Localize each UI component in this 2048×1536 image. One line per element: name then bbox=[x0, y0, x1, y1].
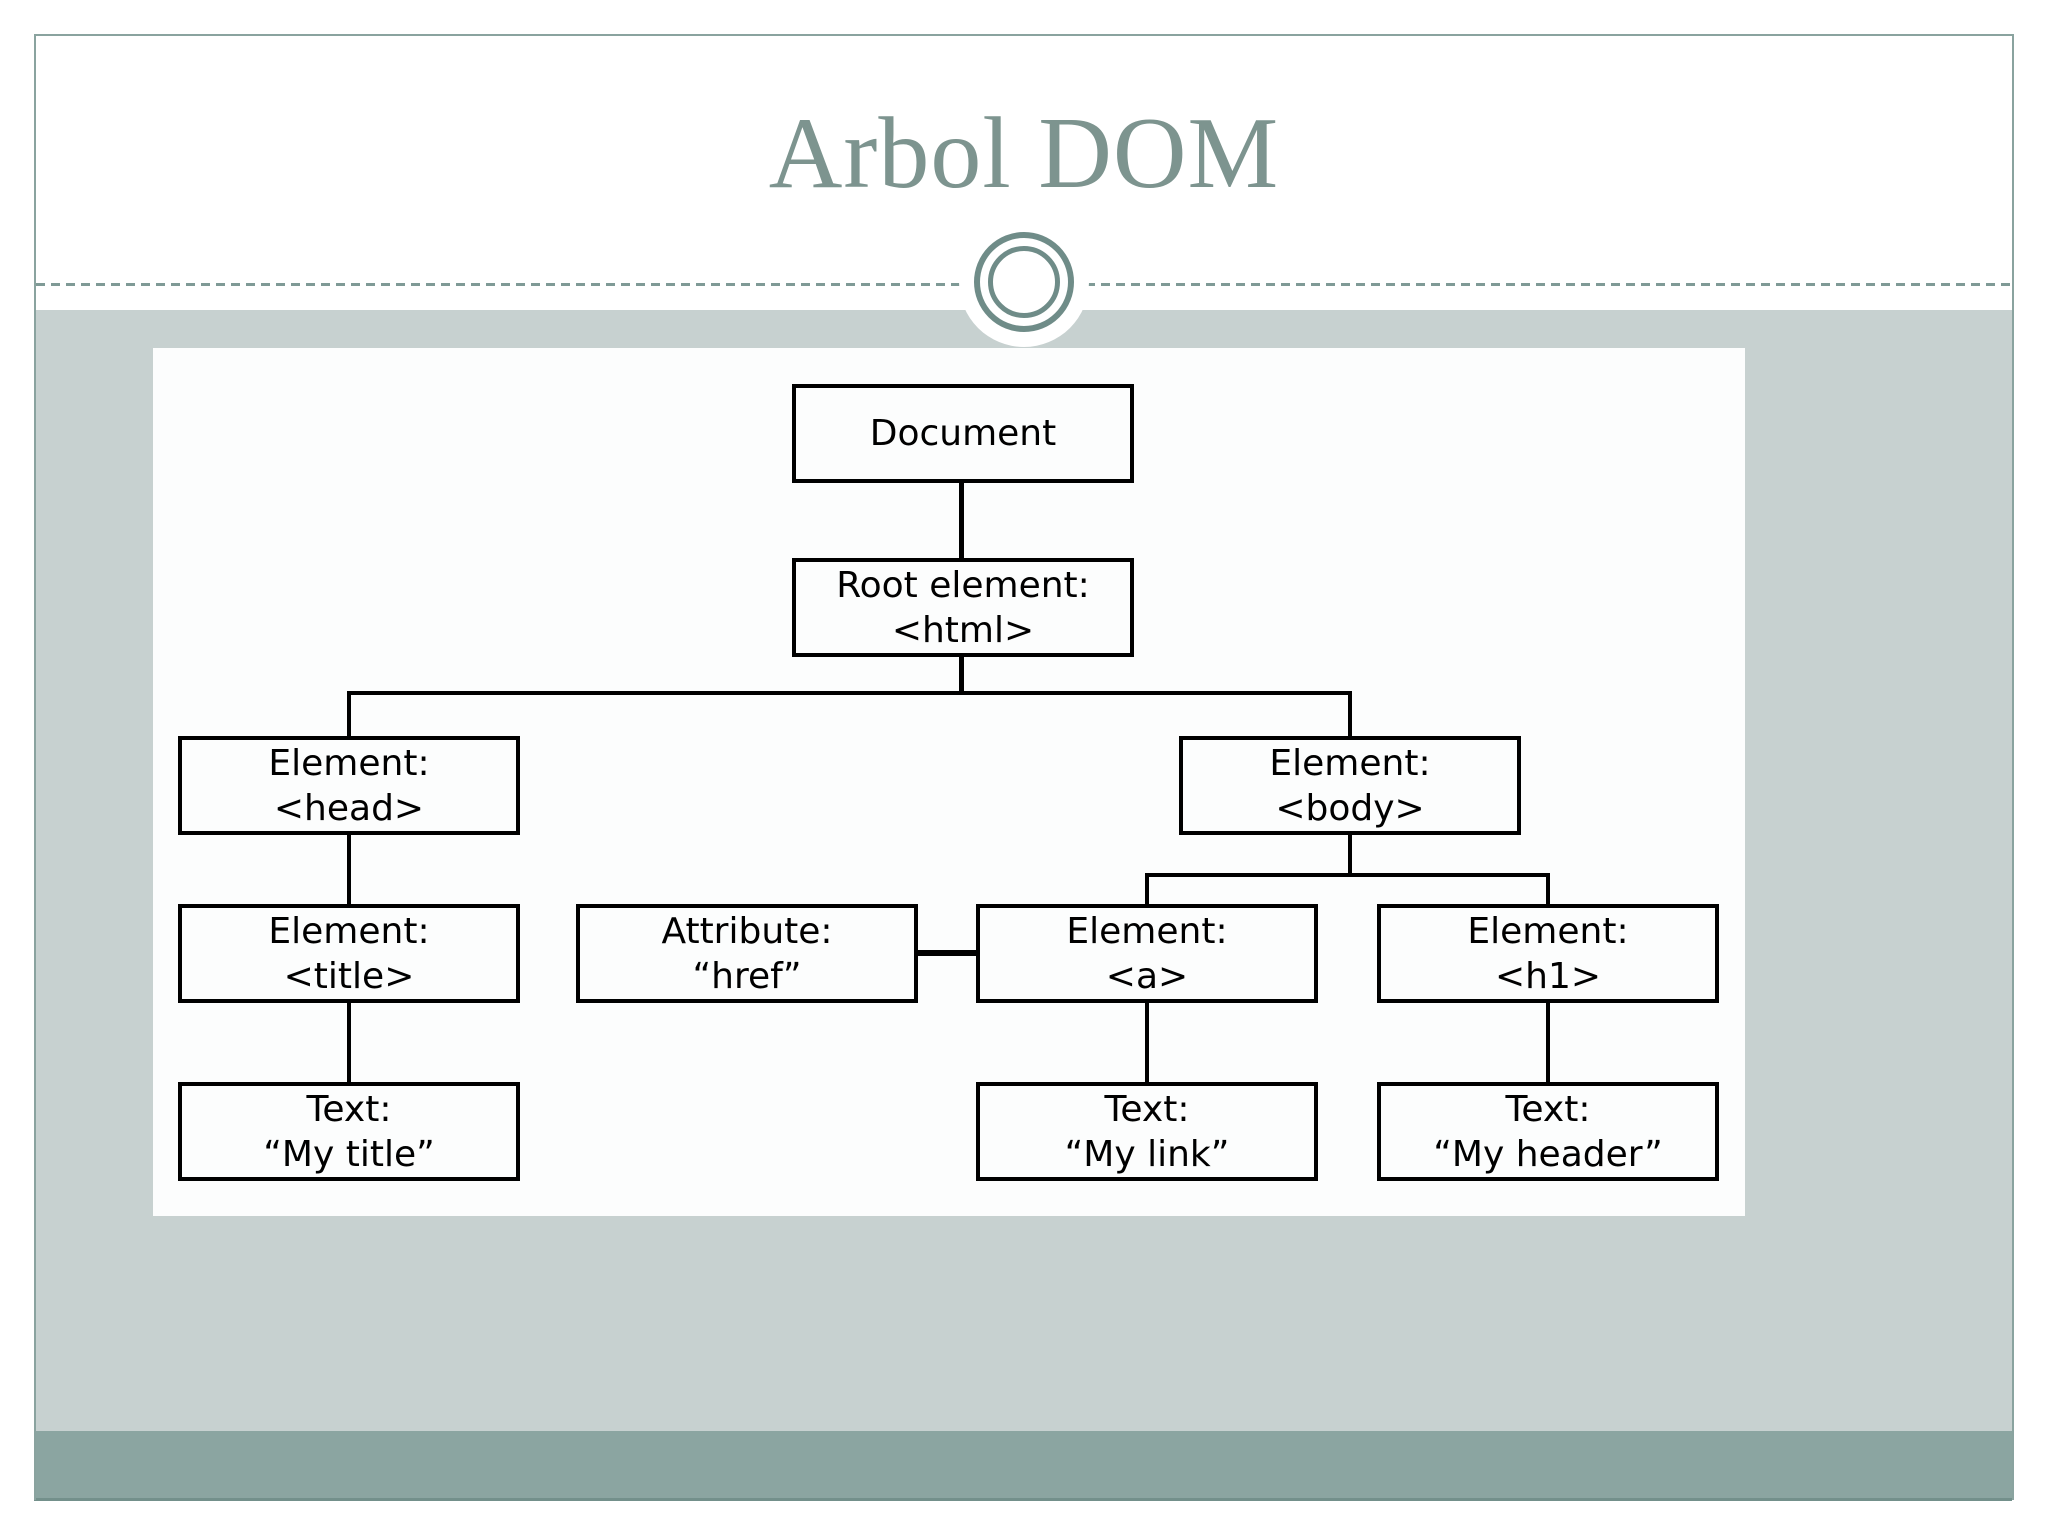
node-text-my-title: Text: “My title” bbox=[178, 1082, 520, 1181]
node-text-my-header: Text: “My header” bbox=[1377, 1082, 1719, 1181]
node-label: Attribute: bbox=[661, 910, 833, 952]
node-label: Root element: bbox=[836, 564, 1090, 606]
node-element-h1: Element: <h1> bbox=[1377, 904, 1719, 1003]
connector-leg-h1 bbox=[1546, 873, 1550, 908]
node-document: Document bbox=[792, 384, 1134, 483]
connector-leg-head bbox=[347, 691, 351, 740]
circle-ornament-inner-ring bbox=[988, 246, 1060, 318]
connector-head-title bbox=[347, 833, 351, 908]
node-label: Document bbox=[869, 413, 1057, 454]
node-root-element-html: Root element: <html> bbox=[792, 558, 1134, 657]
slide-frame-top bbox=[34, 34, 2012, 36]
node-label: “My header” bbox=[1433, 1133, 1663, 1175]
connector-href-a bbox=[916, 950, 978, 956]
connector-body-split bbox=[1145, 873, 1550, 877]
connector-root-split bbox=[347, 691, 1352, 695]
connector-document-root bbox=[959, 483, 964, 558]
node-label: <title> bbox=[283, 955, 415, 997]
slide-title: Arbol DOM bbox=[768, 97, 1280, 210]
node-label: Element: bbox=[268, 742, 430, 784]
node-label: <h1> bbox=[1494, 955, 1602, 997]
node-element-body: Element: <body> bbox=[1179, 736, 1521, 835]
connector-a-text bbox=[1145, 1001, 1149, 1086]
node-attribute-href: Attribute: “href” bbox=[576, 904, 918, 1003]
node-label: <a> bbox=[1105, 955, 1189, 997]
node-label: Text: bbox=[1104, 1088, 1190, 1130]
node-element-head: Element: <head> bbox=[178, 736, 520, 835]
connector-h1-text bbox=[1546, 1001, 1550, 1086]
footer-bar bbox=[34, 1431, 2012, 1501]
connector-leg-body bbox=[1348, 691, 1352, 740]
node-label: Element: bbox=[268, 910, 430, 952]
node-label: <body> bbox=[1275, 787, 1425, 829]
connector-root-stem bbox=[959, 655, 964, 695]
node-label: “My link” bbox=[1064, 1133, 1230, 1175]
node-label: <html> bbox=[891, 609, 1035, 651]
node-label: Text: bbox=[1505, 1088, 1591, 1130]
node-text-my-link: Text: “My link” bbox=[976, 1082, 1318, 1181]
node-label: Element: bbox=[1269, 742, 1431, 784]
slide-frame-left bbox=[34, 34, 36, 1500]
node-label: <head> bbox=[273, 787, 425, 829]
node-element-a: Element: <a> bbox=[976, 904, 1318, 1003]
connector-leg-a bbox=[1145, 873, 1149, 908]
node-label: “href” bbox=[692, 955, 802, 997]
slide-frame-right bbox=[2012, 34, 2014, 1500]
connector-body-stem bbox=[1348, 833, 1352, 877]
node-label: “My title” bbox=[263, 1133, 435, 1175]
node-label: Element: bbox=[1467, 910, 1629, 952]
node-label: Element: bbox=[1066, 910, 1228, 952]
connector-title-text bbox=[347, 1001, 351, 1086]
circle-ornament-outer-ring bbox=[974, 232, 1074, 332]
node-element-title: Element: <title> bbox=[178, 904, 520, 1003]
node-label: Text: bbox=[306, 1088, 392, 1130]
